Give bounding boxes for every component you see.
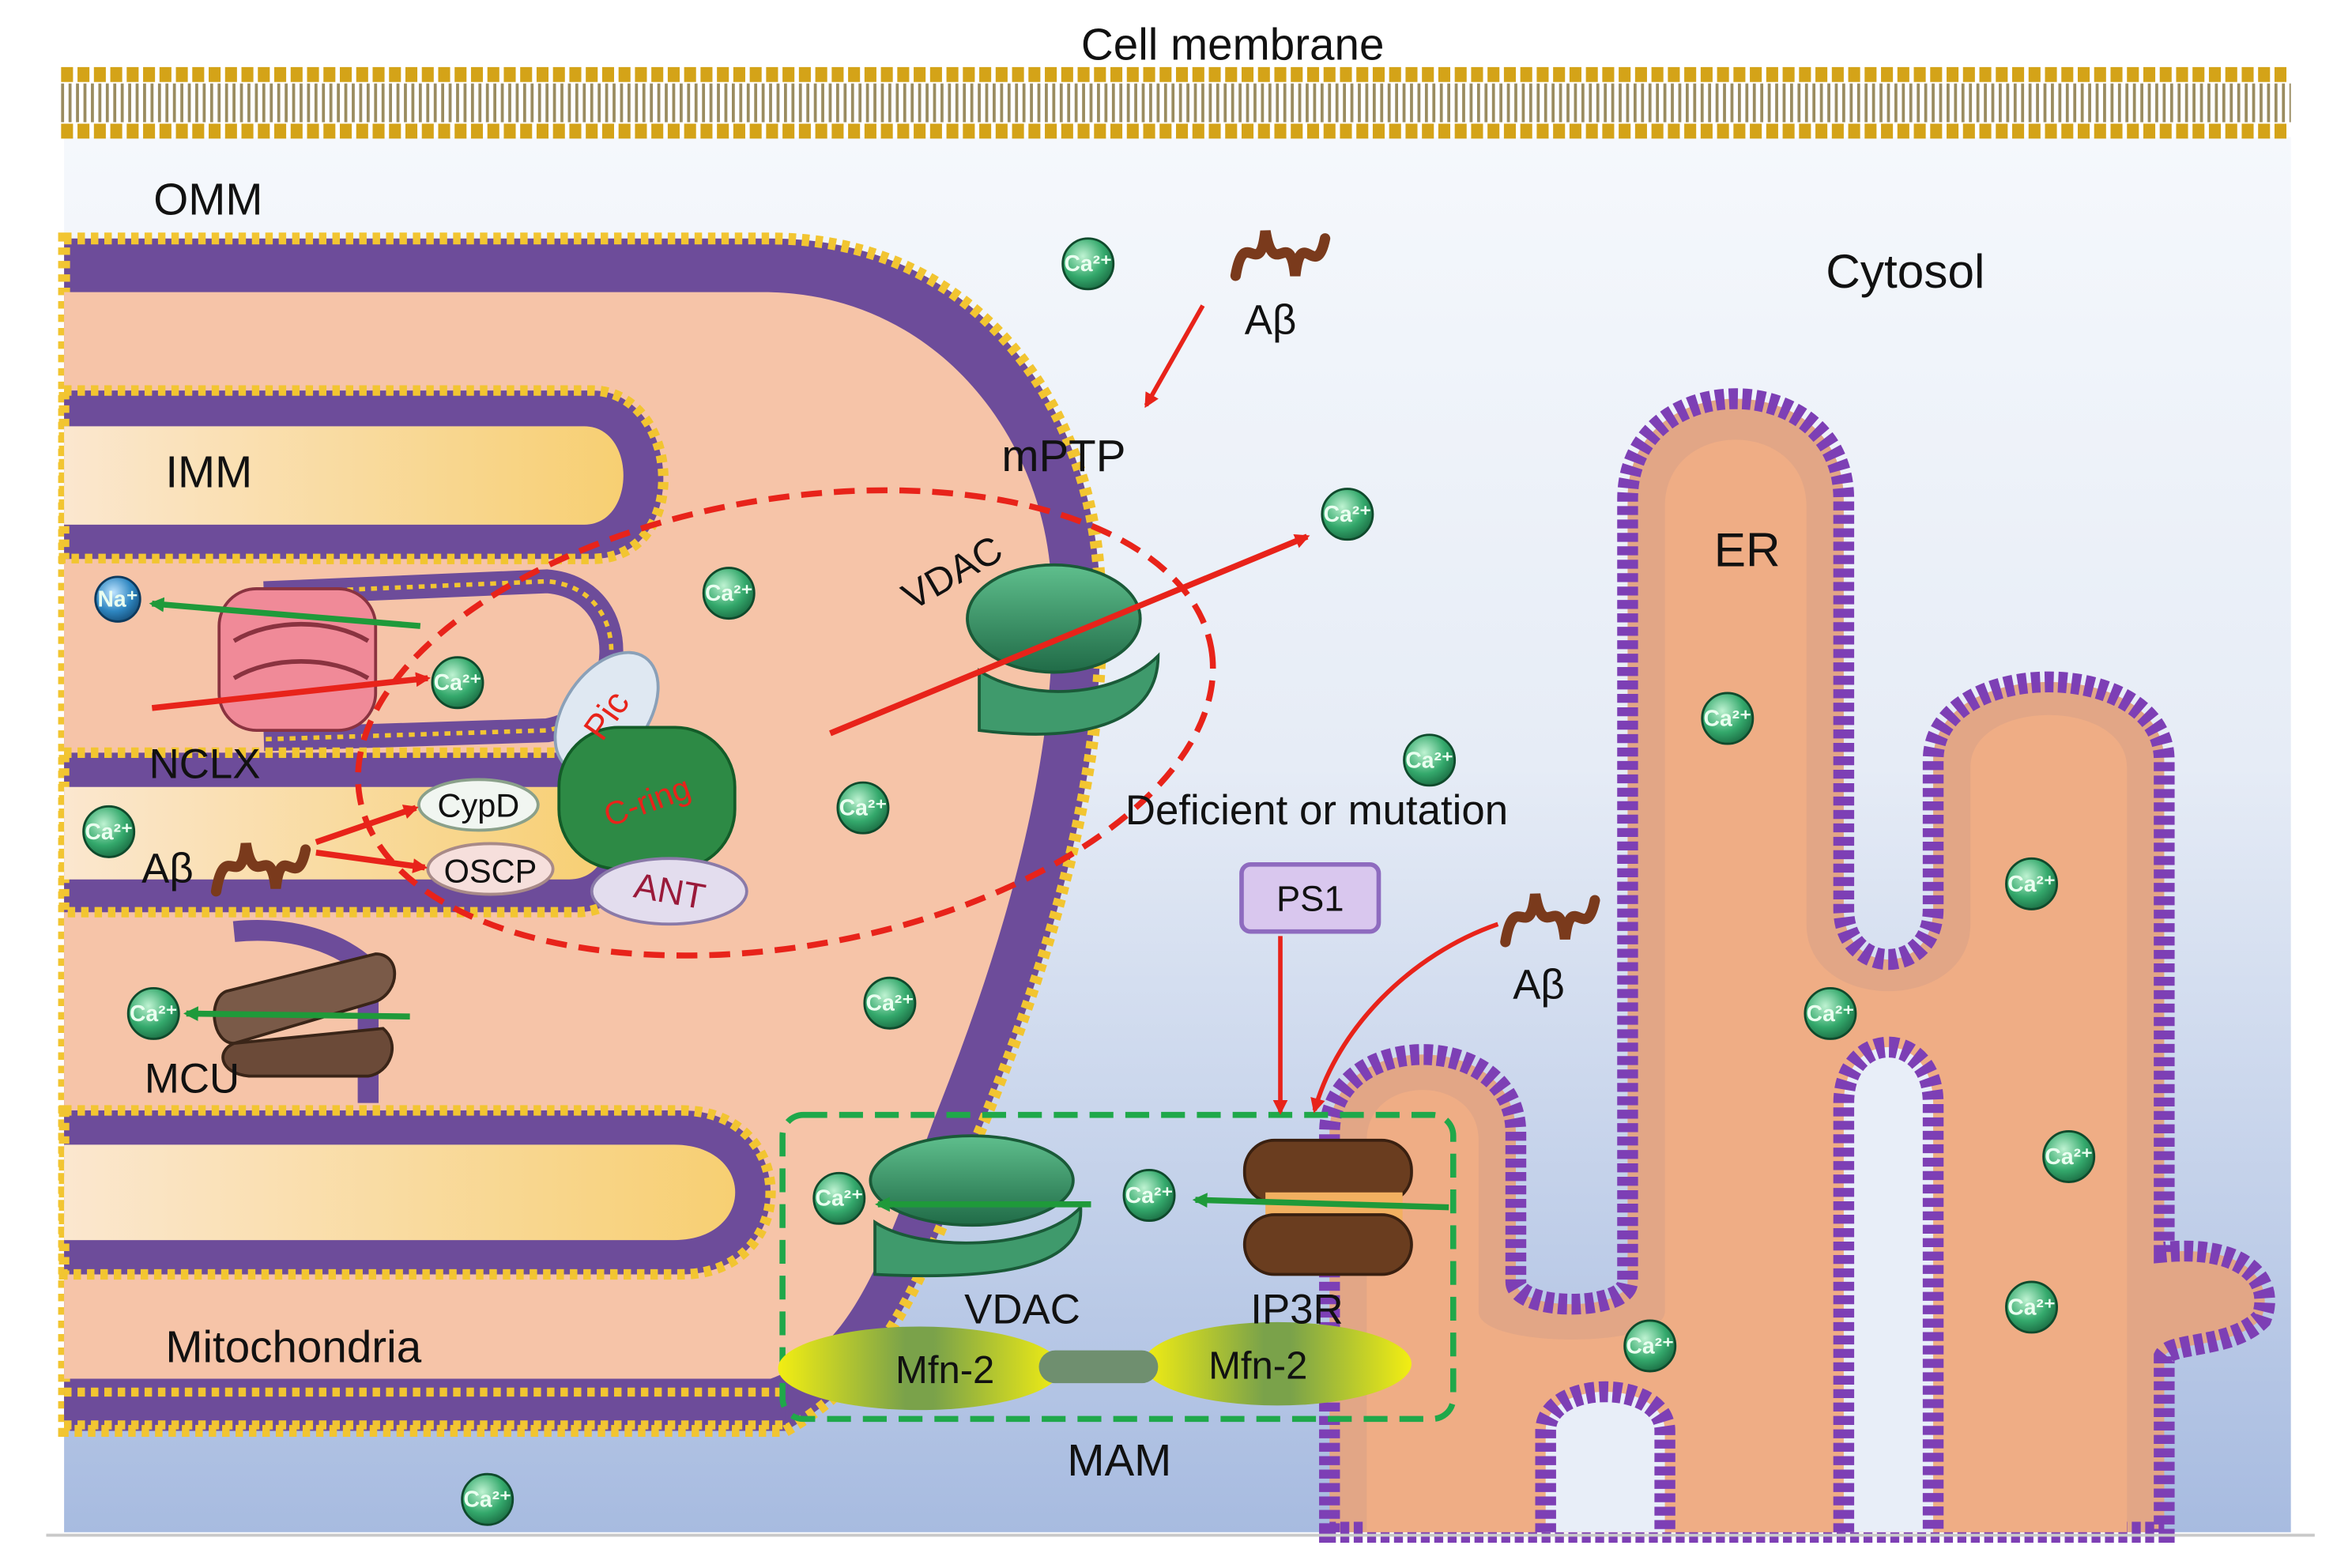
ca-ion: Ca²⁺ bbox=[1321, 488, 1374, 541]
mam-region-outline bbox=[779, 1111, 1457, 1423]
ca-ion: Ca²⁺ bbox=[812, 1171, 866, 1225]
ps1-box bbox=[1239, 862, 1381, 934]
arrow-mcu-ca bbox=[183, 1006, 410, 1022]
abeta-top-label: Aβ bbox=[1245, 296, 1297, 343]
svg-text:Ca²⁺: Ca²⁺ bbox=[866, 990, 914, 1016]
cell-membrane bbox=[61, 66, 2291, 139]
calcium-ions: Ca²⁺ Ca²⁺ Ca²⁺ Ca²⁺ Ca²⁺ Ca²⁺ Ca²⁺ Ca²⁺ … bbox=[82, 237, 2096, 1526]
arrow-abeta-cypd bbox=[315, 805, 419, 846]
mfn2-left-label: Mfn-2 bbox=[895, 1349, 994, 1392]
ip3r-label: IP3R bbox=[1250, 1287, 1343, 1333]
mfn2-left-protein bbox=[778, 1326, 1061, 1411]
ca-ion: Ca²⁺ bbox=[431, 656, 484, 710]
ps1-label: PS1 bbox=[1276, 878, 1344, 918]
er-lower-tubule bbox=[1833, 1036, 1944, 1532]
mptp-complex-outline bbox=[355, 487, 1216, 959]
svg-text:Ca²⁺: Ca²⁺ bbox=[1125, 1182, 1173, 1208]
arrow-abeta-oscp bbox=[315, 850, 428, 873]
mcu-channel bbox=[213, 952, 396, 1078]
ca-ion: Ca²⁺ bbox=[836, 781, 890, 835]
ca-ion: Ca²⁺ bbox=[126, 986, 180, 1040]
svg-text:Ca²⁺: Ca²⁺ bbox=[1807, 1001, 1854, 1026]
svg-text:Ca²⁺: Ca²⁺ bbox=[1064, 251, 1111, 276]
svg-text:Na⁺: Na⁺ bbox=[97, 586, 138, 612]
atp-synthase-complex bbox=[417, 650, 748, 926]
svg-text:Ca²⁺: Ca²⁺ bbox=[1324, 501, 1371, 526]
svg-text:Ca²⁺: Ca²⁺ bbox=[816, 1185, 863, 1211]
abeta-left-label: Aβ bbox=[141, 845, 194, 891]
abeta-aggregate-top bbox=[1230, 230, 1331, 281]
endoplasmic-reticulum bbox=[1319, 388, 2275, 1543]
ip3r-receptor bbox=[1242, 1138, 1413, 1276]
crista-top bbox=[58, 385, 669, 564]
svg-text:Ca²⁺: Ca²⁺ bbox=[434, 669, 481, 695]
mfn2-right-label: Mfn-2 bbox=[1208, 1344, 1307, 1387]
ca-ion: Ca²⁺ bbox=[1061, 237, 1115, 291]
mfn2-tether bbox=[778, 1321, 1412, 1411]
mfn2-right-protein bbox=[1143, 1321, 1412, 1406]
abeta-aggregate-right bbox=[1500, 893, 1600, 948]
oscp-protein bbox=[426, 842, 555, 896]
svg-text:Ca²⁺: Ca²⁺ bbox=[1704, 705, 1751, 730]
arrow-mptp-ca-release bbox=[829, 533, 1310, 737]
arrow-abeta-mptp bbox=[1144, 304, 1205, 409]
svg-text:Ca²⁺: Ca²⁺ bbox=[2007, 871, 2055, 896]
er-label: ER bbox=[1714, 523, 1781, 577]
ant-protein bbox=[590, 857, 748, 926]
abeta-aggregate-left bbox=[210, 842, 311, 897]
svg-text:Ca²⁺: Ca²⁺ bbox=[85, 819, 132, 844]
flux-arrows bbox=[149, 304, 1499, 1212]
cell-membrane-label: Cell membrane bbox=[1081, 19, 1385, 69]
cypd-label: CypD bbox=[438, 786, 520, 824]
svg-text:Ca²⁺: Ca²⁺ bbox=[839, 795, 887, 820]
ca-ion: Ca²⁺ bbox=[82, 805, 136, 858]
ca-ion: Ca²⁺ bbox=[2005, 857, 2058, 910]
vdac-channel-top bbox=[966, 563, 1160, 736]
arrow-nclx-ca-in bbox=[151, 672, 432, 711]
ca-ion: Ca²⁺ bbox=[863, 976, 917, 1030]
ca-ion: Ca²⁺ bbox=[1403, 733, 1457, 787]
deficient-label: Deficient or mutation bbox=[1125, 787, 1508, 834]
ca-ion: Ca²⁺ bbox=[1122, 1169, 1176, 1222]
arrow-abeta-ip3r bbox=[1310, 922, 1499, 1114]
ca-ion: Ca²⁺ bbox=[2042, 1130, 2096, 1183]
arrow-ip3r-ca bbox=[1192, 1193, 1449, 1211]
ca-ion: Ca²⁺ bbox=[1804, 986, 1857, 1040]
svg-text:Ca²⁺: Ca²⁺ bbox=[2045, 1144, 2092, 1169]
cypd-protein bbox=[417, 778, 540, 832]
ca-ion: Ca²⁺ bbox=[1701, 692, 1755, 745]
svg-text:Ca²⁺: Ca²⁺ bbox=[130, 1001, 177, 1026]
ca-ion: Ca²⁺ bbox=[461, 1472, 514, 1526]
imm-label: IMM bbox=[165, 447, 252, 497]
mam-label: MAM bbox=[1067, 1435, 1171, 1485]
svg-text:Ca²⁺: Ca²⁺ bbox=[1405, 747, 1453, 772]
svg-text:Ca²⁺: Ca²⁺ bbox=[1626, 1332, 1673, 1358]
arrow-nclx-na-out bbox=[149, 597, 421, 629]
mptp-label: mPTP bbox=[1001, 431, 1125, 481]
vdac-bottom-label: VDAC bbox=[964, 1287, 1080, 1333]
ca-ion: Ca²⁺ bbox=[702, 567, 756, 620]
omm-label: OMM bbox=[153, 175, 262, 224]
mcu-label: MCU bbox=[145, 1055, 239, 1102]
oscp-label: OSCP bbox=[444, 852, 537, 889]
nclx-label: NCLX bbox=[149, 741, 261, 787]
ca-ion: Ca²⁺ bbox=[1623, 1319, 1677, 1373]
mitochondria-label: Mitochondria bbox=[165, 1322, 421, 1372]
svg-text:Ca²⁺: Ca²⁺ bbox=[705, 580, 752, 605]
na-ion: Na⁺ bbox=[94, 575, 141, 623]
ca-ion: Ca²⁺ bbox=[2005, 1280, 2058, 1334]
abeta-right-label: Aβ bbox=[1513, 962, 1565, 1008]
svg-text:Ca²⁺: Ca²⁺ bbox=[2007, 1294, 2055, 1319]
er-bottom-tubule bbox=[1535, 1381, 1675, 1532]
crista-lower bbox=[58, 920, 776, 1280]
cytosol-label: Cytosol bbox=[1826, 244, 1984, 298]
svg-text:Ca²⁺: Ca²⁺ bbox=[463, 1487, 511, 1512]
